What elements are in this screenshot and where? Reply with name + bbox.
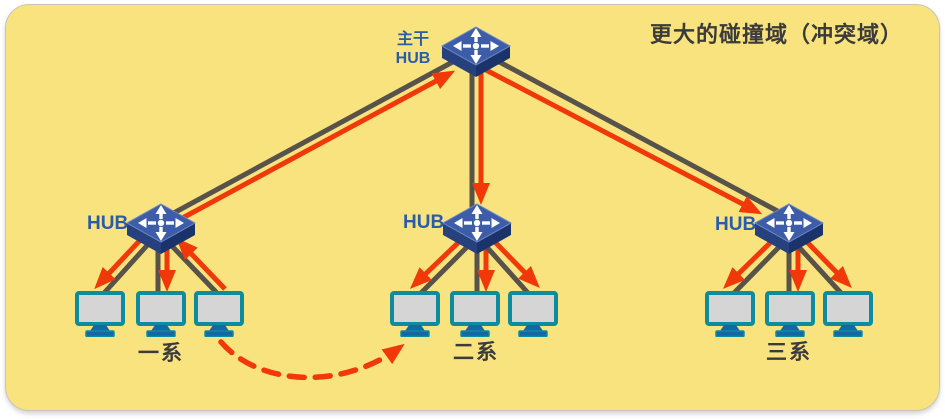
group2-pc2	[449, 291, 501, 337]
group1-pc2	[135, 291, 187, 337]
group2-label: 二系	[453, 341, 499, 364]
dashed-communication-arrow	[218, 339, 405, 381]
group3-label: 三系	[766, 341, 812, 364]
link-hubleft-pc2	[155, 243, 176, 296]
link-hubright-pc1	[722, 238, 784, 296]
hub-center-icon	[441, 201, 513, 257]
link-hubright-pc2	[786, 244, 807, 296]
group1-pc1	[74, 291, 126, 337]
hub-left-label: HUB	[87, 213, 129, 234]
link-backbone-left	[162, 55, 463, 231]
group3-pc3	[822, 291, 874, 337]
diagram-title: 更大的碰撞域（冲突域）	[649, 22, 903, 47]
hub-center-label: HUB	[403, 212, 445, 233]
hub-left-icon	[125, 201, 197, 257]
backbone-hub-icon	[440, 24, 512, 80]
link-hubright-pc3	[794, 238, 852, 296]
link-pc3-hubleft	[167, 237, 227, 295]
group2-pc3	[507, 291, 559, 337]
link-backbone-center	[469, 57, 490, 216]
link-hubleft-pc1	[94, 234, 155, 295]
backbone-hub-label: 主干 HUB	[395, 31, 431, 68]
group2-pc1	[389, 291, 441, 337]
hub-right-label: HUB	[715, 214, 757, 235]
group3-pc1	[704, 291, 756, 337]
group3-pc2	[764, 291, 816, 337]
link-hubcenter-pc2	[474, 244, 495, 296]
hub-right-icon	[753, 201, 825, 257]
link-hubcenter-pc1	[409, 238, 472, 296]
group1-label: 一系	[138, 342, 184, 365]
link-hubcenter-pc3	[482, 238, 540, 296]
group1-pc3	[193, 291, 245, 337]
link-backbone-right	[484, 55, 786, 217]
